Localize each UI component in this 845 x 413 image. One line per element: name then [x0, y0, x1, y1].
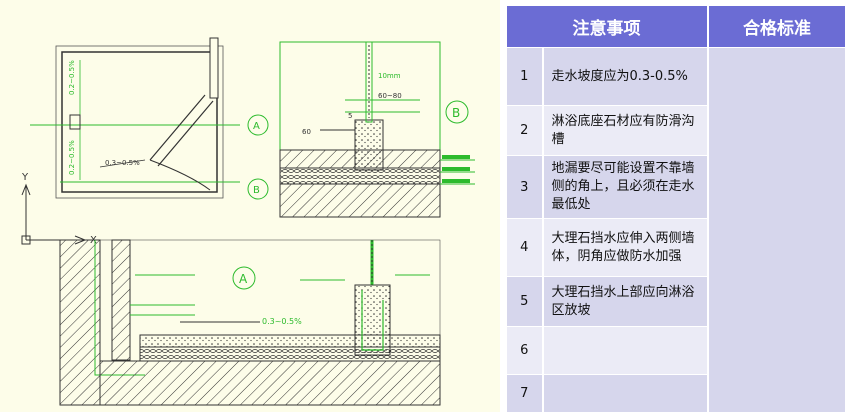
header-standard: 合格标准 — [708, 6, 845, 48]
row-number: 4 — [507, 219, 543, 277]
slope-label-side-1: 0.2~0.5% — [68, 60, 76, 95]
section-marker-b-small: B — [248, 179, 268, 199]
ucs-axis-icon: Y X — [21, 172, 97, 246]
svg-text:A: A — [253, 121, 260, 132]
row-note: 大理石挡水应伸入两侧墙体，阴角应做防水加强 — [543, 219, 708, 277]
section-a-detail: 0.3~0.5% A — [60, 240, 440, 405]
dim-5: 5 — [348, 112, 352, 120]
row-note — [543, 375, 708, 413]
dim-60: 60 — [302, 128, 311, 136]
section-b-detail: 10mm 60~80 60 5 B — [280, 42, 475, 217]
plan-view: 0.2~0.5% 0.2~0.5% 0.3~0.5% — [30, 38, 240, 198]
slope-label-bottom: 0.3~0.5% — [262, 317, 302, 326]
row-note: 淋浴底座石材应有防滑沟槽 — [543, 106, 708, 156]
cad-drawing-panel: 0.2~0.5% 0.2~0.5% 0.3~0.5% A B 10mm 60~8… — [0, 0, 500, 412]
inspection-table: 注意事项 合格标准 1 走水坡度应为0.3-0.5% 2 淋浴底座石材应有防滑沟… — [506, 6, 845, 410]
header-notes: 注意事项 — [507, 6, 708, 48]
slope-label-side-2: 0.2~0.5% — [68, 140, 76, 175]
row-number: 6 — [507, 327, 543, 375]
row-number: 1 — [507, 48, 543, 106]
table-header-row: 注意事项 合格标准 — [507, 6, 845, 48]
svg-text:B: B — [253, 185, 260, 196]
axis-y-label: Y — [21, 172, 29, 183]
section-marker-b-big: B — [452, 106, 460, 120]
notes-table: 注意事项 合格标准 1 走水坡度应为0.3-0.5% 2 淋浴底座石材应有防滑沟… — [506, 6, 845, 413]
cad-drawing: 0.2~0.5% 0.2~0.5% 0.3~0.5% A B 10mm 60~8… — [0, 0, 500, 412]
dim-60-80: 60~80 — [378, 92, 402, 100]
row-number: 5 — [507, 277, 543, 327]
row-note: 地漏要尽可能设置不靠墙侧的角上，且必须在走水最低处 — [543, 156, 708, 219]
row-number: 3 — [507, 156, 543, 219]
row-note: 走水坡度应为0.3-0.5% — [543, 48, 708, 106]
table-row: 1 走水坡度应为0.3-0.5% — [507, 48, 845, 106]
dim-10mm: 10mm — [378, 72, 401, 80]
row-number: 7 — [507, 375, 543, 413]
row-note — [543, 327, 708, 375]
row-note: 大理石挡水上部应向淋浴区放坡 — [543, 277, 708, 327]
row-number: 2 — [507, 106, 543, 156]
standard-cell — [708, 48, 845, 413]
section-marker-a-small: A — [248, 115, 268, 135]
section-marker-a-big: A — [239, 272, 248, 286]
